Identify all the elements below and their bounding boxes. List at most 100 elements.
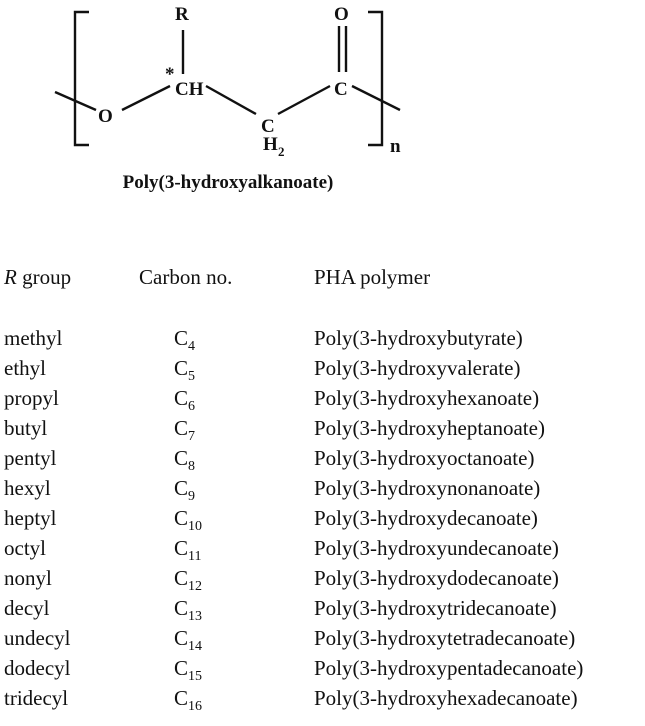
r-group-name: ethyl bbox=[4, 356, 46, 380]
header-pha-polymer: PHA polymer bbox=[314, 265, 431, 289]
carbon-symbol: C bbox=[174, 656, 189, 680]
carbonyl-o-label: O bbox=[334, 4, 349, 25]
pha-polymer-name: Poly(3-hydroxyhexanoate) bbox=[314, 386, 540, 410]
table-row: heptyl C10 Poly(3-hydroxydecanoate) bbox=[0, 503, 645, 534]
repeat-n-label: n bbox=[390, 136, 401, 157]
carbon-number: C11 bbox=[174, 533, 202, 564]
ch-label: CH bbox=[175, 79, 204, 100]
carbon-symbol: C bbox=[174, 386, 189, 410]
table-header: R group Carbon no. PHA polymer bbox=[0, 262, 645, 292]
r-group-name: decyl bbox=[4, 596, 50, 620]
table-row: methyl C4 Poly(3-hydroxybutyrate) bbox=[0, 323, 645, 354]
r-group-name: pentyl bbox=[4, 446, 57, 470]
carbonyl-c-label: C bbox=[334, 79, 348, 100]
header-r-group: R group bbox=[4, 262, 71, 292]
carbon-count: 6 bbox=[188, 399, 196, 414]
carbon-count: 8 bbox=[188, 459, 196, 474]
table-row: dodecyl C15 Poly(3-hydroxypentadecanoate) bbox=[0, 653, 645, 684]
pha-polymer-name: Poly(3-hydroxyoctanoate) bbox=[314, 446, 535, 470]
methylene-c-label: C bbox=[261, 116, 275, 137]
pha-polymer-name: Poly(3-hydroxydodecanoate) bbox=[314, 566, 559, 590]
carbon-symbol: C bbox=[174, 626, 189, 650]
pha-polymer-name: Poly(3-hydroxybutyrate) bbox=[314, 326, 523, 350]
carbon-number: C16 bbox=[174, 683, 203, 714]
carbon-count: 4 bbox=[188, 339, 196, 354]
carbon-symbol: C bbox=[174, 446, 189, 470]
r-group-name: dodecyl bbox=[4, 656, 71, 680]
carbon-count: 12 bbox=[188, 579, 203, 594]
carbon-count: 9 bbox=[188, 489, 196, 504]
header-r-suffix: group bbox=[16, 265, 72, 289]
structure-caption: Poly(3-hydroxyalkanoate) bbox=[122, 172, 334, 193]
r-group-name: nonyl bbox=[4, 566, 52, 590]
pha-structure-diagram: R O * CH C H 2 C O n bbox=[54, 4, 401, 159]
carbon-number: C8 bbox=[174, 443, 196, 474]
carbon-symbol: C bbox=[174, 596, 189, 620]
r-group-name: butyl bbox=[4, 416, 48, 440]
carbon-count: 11 bbox=[188, 549, 202, 564]
carbon-symbol: C bbox=[174, 416, 189, 440]
r-group-name: methyl bbox=[4, 326, 63, 350]
r-group-name: heptyl bbox=[4, 506, 57, 530]
carbon-number: C4 bbox=[174, 323, 196, 354]
carbon-symbol: C bbox=[174, 566, 189, 590]
carbon-symbol: C bbox=[174, 686, 189, 710]
header-carbon-no: Carbon no. bbox=[139, 265, 233, 289]
carbon-symbol: C bbox=[174, 356, 189, 380]
table-row: decyl C13 Poly(3-hydroxytridecanoate) bbox=[0, 593, 645, 624]
table-row: octyl C11 Poly(3-hydroxyundecanoate) bbox=[0, 533, 645, 564]
pha-polymer-name: Poly(3-hydroxyvalerate) bbox=[314, 356, 521, 380]
bond-o-ch bbox=[121, 84, 171, 112]
chiral-mark: * bbox=[165, 64, 175, 85]
pha-polymer-name: Poly(3-hydroxytetradecanoate) bbox=[314, 626, 576, 650]
carbon-number: C9 bbox=[174, 473, 196, 504]
pha-polymer-name: Poly(3-hydroxyhexadecanoate) bbox=[314, 686, 578, 710]
pha-polymer-name: Poly(3-hydroxynonanoate) bbox=[314, 476, 541, 500]
carbon-count: 10 bbox=[188, 519, 203, 534]
carbon-number: C13 bbox=[174, 593, 203, 624]
header-r-symbol: R bbox=[4, 265, 17, 289]
table-row: pentyl C8 Poly(3-hydroxyoctanoate) bbox=[0, 443, 645, 474]
carbon-number: C14 bbox=[174, 623, 202, 654]
carbon-number: C5 bbox=[174, 353, 196, 384]
table-row: butyl C7 Poly(3-hydroxyheptanoate) bbox=[0, 413, 645, 444]
carbon-number: C7 bbox=[174, 413, 196, 444]
pha-polymer-name: Poly(3-hydroxydecanoate) bbox=[314, 506, 538, 530]
carbon-number: C6 bbox=[174, 383, 196, 414]
carbon-symbol: C bbox=[174, 506, 189, 530]
carbon-count: 5 bbox=[188, 369, 196, 384]
methylene-h-label: H bbox=[263, 134, 278, 155]
table-row: ethyl C5 Poly(3-hydroxyvalerate) bbox=[0, 353, 645, 384]
carbon-count: 16 bbox=[188, 699, 203, 714]
bond-ch2-c bbox=[277, 84, 331, 116]
r-group-name: hexyl bbox=[4, 476, 51, 500]
left-bracket bbox=[73, 10, 89, 147]
table-row: hexyl C9 Poly(3-hydroxynonanoate) bbox=[0, 473, 645, 504]
carbon-symbol: C bbox=[174, 326, 189, 350]
right-bracket bbox=[368, 10, 384, 147]
r-group-name: tridecyl bbox=[4, 686, 69, 710]
r-group-name: octyl bbox=[4, 536, 46, 560]
table-row: undecyl C14 Poly(3-hydroxytetradecanoate) bbox=[0, 623, 645, 654]
carbon-number: C12 bbox=[174, 563, 203, 594]
pha-polymer-name: Poly(3-hydroxyundecanoate) bbox=[314, 536, 559, 560]
carbon-symbol: C bbox=[174, 536, 189, 560]
carbon-number: C15 bbox=[174, 653, 203, 684]
bond-left-end bbox=[54, 90, 97, 112]
oxygen-label: O bbox=[98, 106, 113, 127]
table-row: nonyl C12 Poly(3-hydroxydodecanoate) bbox=[0, 563, 645, 594]
table-row: tridecyl C16 Poly(3-hydroxyhexadecanoate) bbox=[0, 683, 645, 714]
pha-polymer-name: Poly(3-hydroxypentadecanoate) bbox=[314, 656, 584, 680]
carbon-count: 15 bbox=[188, 669, 203, 684]
r-group-name: propyl bbox=[4, 386, 59, 410]
bond-ch-ch2 bbox=[205, 84, 257, 116]
table-row: propyl C6 Poly(3-hydroxyhexanoate) bbox=[0, 383, 645, 414]
pha-polymer-name: Poly(3-hydroxyheptanoate) bbox=[314, 416, 545, 440]
bond-c-right-end bbox=[351, 84, 401, 112]
carbon-number: C10 bbox=[174, 503, 203, 534]
carbon-count: 7 bbox=[188, 429, 196, 444]
carbon-count: 13 bbox=[188, 609, 203, 624]
carbon-symbol: C bbox=[174, 476, 189, 500]
pha-polymer-name: Poly(3-hydroxytridecanoate) bbox=[314, 596, 557, 620]
r-group-name: undecyl bbox=[4, 626, 71, 650]
